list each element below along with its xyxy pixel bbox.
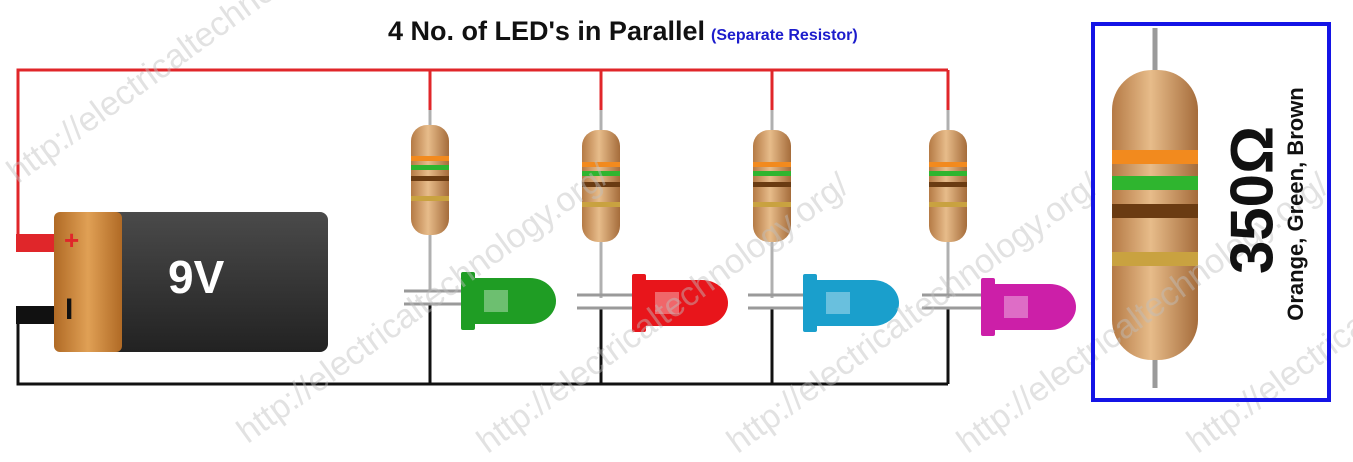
led-leads [404,289,984,310]
battery-negative-sign: I [65,293,74,326]
title-text: 4 No. of LED's in Parallel [388,16,705,46]
battery-positive-sign: + [64,225,80,255]
diagram-title: 4 No. of LED's in Parallel (Separate Resi… [388,16,858,47]
positive-terminal [16,234,56,252]
negative-terminal [16,306,56,324]
resistor-info-panel [1091,22,1331,402]
resistor-2 [582,110,620,298]
color-bands-label: Orange, Green, Brown [1283,87,1308,321]
resistor-4 [929,110,967,298]
led-green [461,272,556,330]
subtitle-text: (Separate Resistor) [711,27,858,44]
led-red [632,274,728,332]
led-pink [981,278,1076,336]
circuit-diagram [16,28,1198,388]
battery-voltage: 9V [168,251,225,303]
battery [54,212,328,352]
resistor-3 [753,110,791,298]
large-resistor [1112,28,1198,388]
positive-wire [16,68,950,238]
negative-wire [16,304,950,386]
resistor-1 [411,110,449,290]
resistance-value: 350Ω [1218,125,1286,275]
led-blue [803,274,899,332]
